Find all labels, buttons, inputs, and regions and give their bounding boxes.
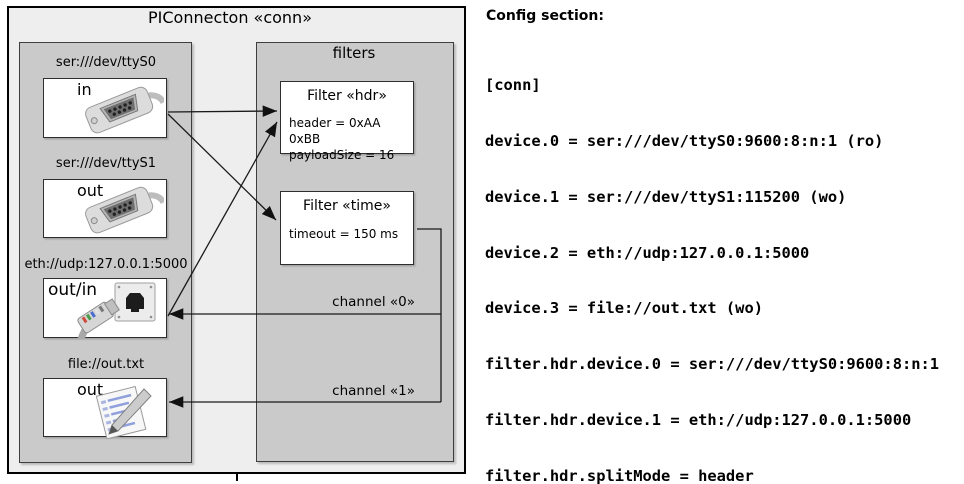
device-direction-label: in xyxy=(77,80,92,99)
config-line: [conn] xyxy=(485,76,541,95)
diagram-title: PIConnecton «conn» xyxy=(148,8,312,27)
config-section-text: [conn] device.0 = ser:///dev/ttyS0:9600:… xyxy=(485,39,948,484)
config-line: device.2 = eth://udp:127.0.0.1:5000 xyxy=(485,243,810,262)
device-url-label: file://out.txt xyxy=(67,357,145,372)
config-line: filter.hdr.device.1 = eth://udp:127.0.0.… xyxy=(485,410,912,429)
filter-node-time: Filter «time» timeout = 150 ms xyxy=(280,191,414,265)
filter-prop: timeout = 150 ms xyxy=(289,227,399,241)
device-node-eth: out/in xyxy=(43,278,167,339)
filter-prop: payloadSize = 16 xyxy=(289,148,395,162)
device-direction-label: out xyxy=(77,181,104,200)
device-direction-label: out xyxy=(77,380,104,399)
device-url-label: ser:///dev/ttyS1 xyxy=(55,156,157,171)
filter-title: Filter «time» xyxy=(303,198,391,214)
config-line: device.3 = file://out.txt (wo) xyxy=(485,299,763,318)
device-node-ttys1: out xyxy=(43,179,167,238)
config-line: filter.hdr.splitMode = header xyxy=(485,466,754,484)
filters-panel-title: filters xyxy=(332,44,376,62)
filter-title: Filter «hdr» xyxy=(307,88,387,104)
channel-0-label: channel «0» xyxy=(332,294,415,310)
ethernet-jack-icon xyxy=(114,282,156,322)
serial-port-icon xyxy=(85,186,164,234)
serial-port-icon xyxy=(85,86,164,134)
filter-properties: header = 0xAA 0xBB payloadSize = 16 xyxy=(289,115,413,163)
config-section-heading: Config section: xyxy=(486,8,604,24)
config-line: device.0 = ser:///dev/ttyS0:9600:8:n:1 (… xyxy=(485,131,884,150)
ethernet-plug-icon xyxy=(76,298,120,339)
device-url-label: eth://udp:127.0.0.1:5000 xyxy=(24,257,188,272)
channel-1-label: channel «1» xyxy=(332,383,415,399)
filter-node-hdr: Filter «hdr» header = 0xAA 0xBB payloadS… xyxy=(280,81,414,162)
config-line: device.1 = ser:///dev/ttyS1:115200 (wo) xyxy=(485,187,847,206)
filter-prop: header = 0xAA 0xBB xyxy=(289,116,381,146)
device-url-label: ser:///dev/ttyS0 xyxy=(55,55,157,70)
filter-properties: timeout = 150 ms xyxy=(289,226,398,242)
device-node-file: out xyxy=(43,378,167,439)
config-line: filter.hdr.device.0 = ser:///dev/ttyS0:9… xyxy=(485,355,940,374)
device-node-ttys0: in xyxy=(43,78,167,138)
notepad-icon xyxy=(95,385,152,439)
device-direction-label: out/in xyxy=(48,280,98,300)
